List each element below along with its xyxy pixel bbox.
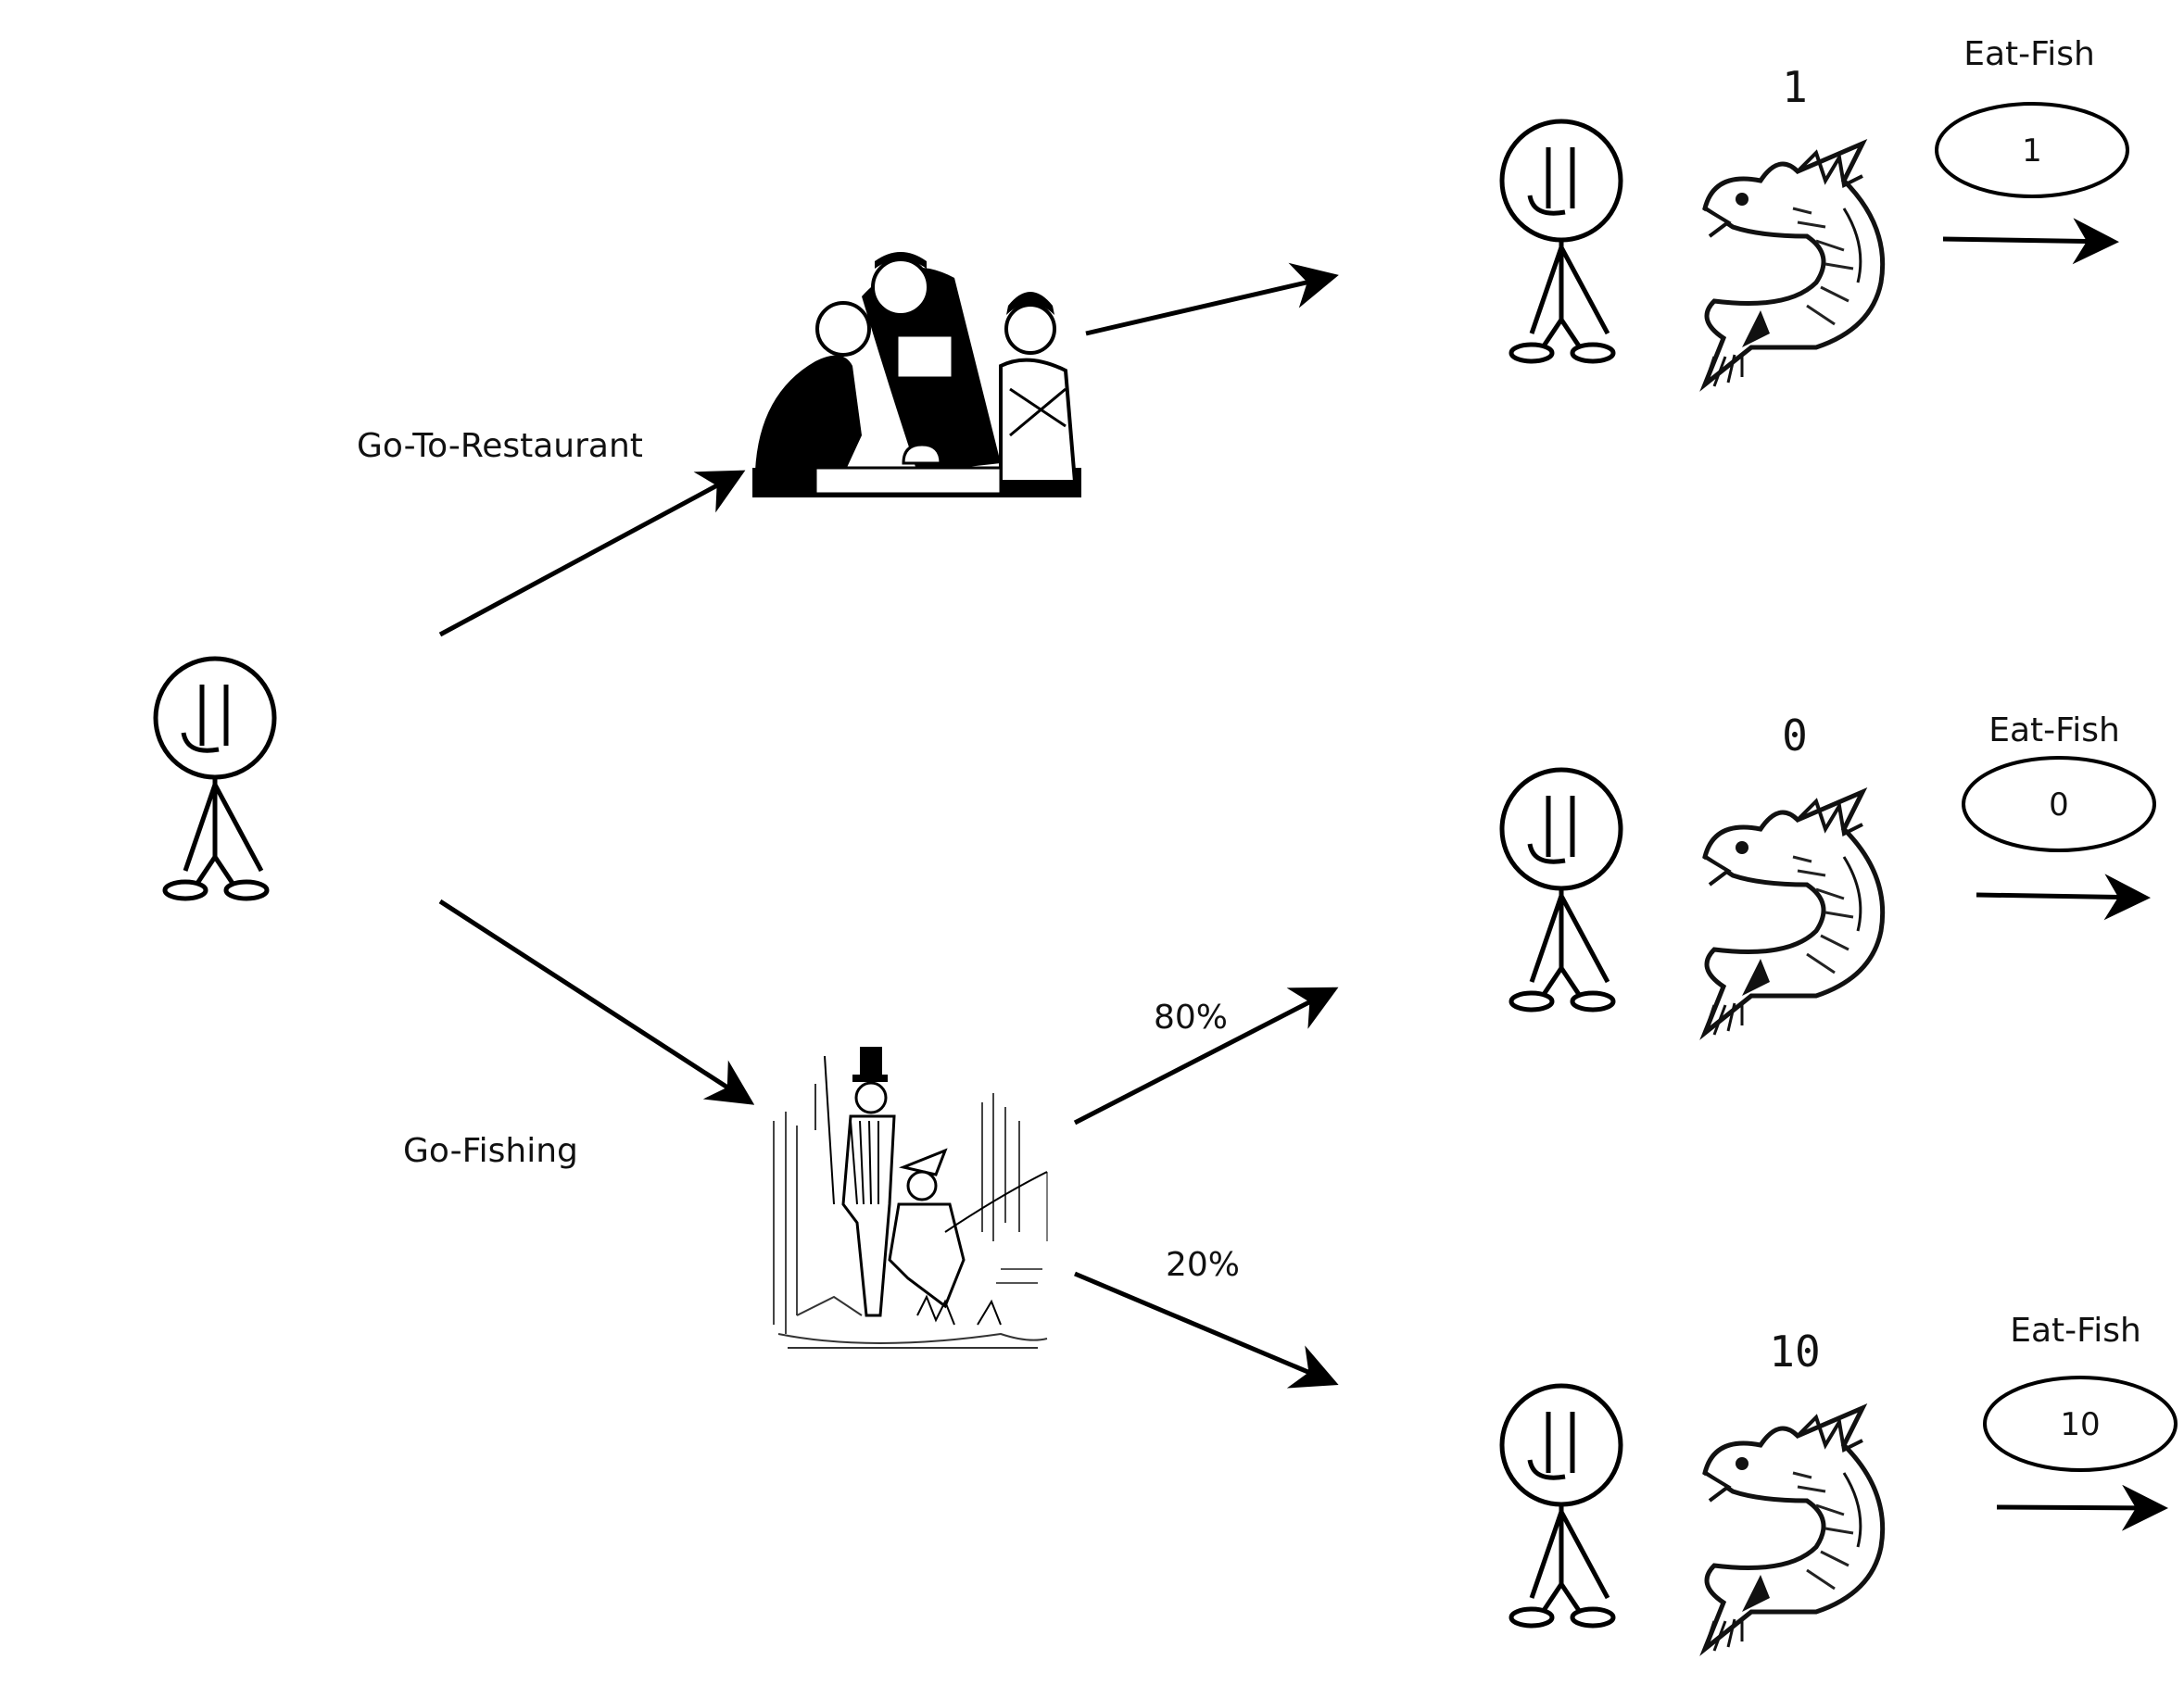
outcome-3-fish-count: 10	[1769, 1327, 1820, 1377]
fishing-jackpot-arrow	[1074, 1271, 1339, 1389]
outcome-2-eat-arrow	[1976, 874, 2151, 921]
outcome-3-eat-arrow	[1996, 1484, 2168, 1531]
outcome-row-2: 0 Eat-Fish 0	[1502, 711, 2156, 1035]
outcome-2-fish-icon	[1705, 792, 1883, 1035]
outcome-2-action-label: Eat-Fish	[1988, 711, 2120, 749]
outcome-1-action-label: Eat-Fish	[1963, 35, 2095, 73]
outcome-3-reward-value: 10	[2060, 1406, 2100, 1443]
fishing-illustration	[773, 1047, 1048, 1349]
outcome-1-eat-arrow	[1942, 218, 2119, 265]
outcome-3-reward-node	[1983, 1376, 2178, 1472]
root-agent-figure	[156, 659, 274, 899]
outcome-2-agent-figure	[1502, 770, 1621, 1010]
go-to-restaurant-label: Go-To-Restaurant	[357, 427, 643, 465]
probability-80-label: 80%	[1154, 999, 1228, 1037]
outcome-row-1: 1 Eat-Fish 1	[1502, 35, 2129, 386]
restaurant-outcome-arrow	[1085, 262, 1339, 336]
outcome-1-agent-figure	[1502, 121, 1621, 361]
outcome-3-action-label: Eat-Fish	[2010, 1312, 2141, 1350]
probability-20-label: 20%	[1166, 1246, 1240, 1284]
outcome-2-fish-count: 0	[1782, 711, 1808, 761]
go-fishing-label: Go-Fishing	[403, 1132, 578, 1170]
outcome-1-fish-icon	[1705, 144, 1883, 386]
outcome-1-reward-value: 1	[2022, 132, 2042, 170]
fishing-success-arrow	[1073, 987, 1339, 1126]
outcome-1-fish-count: 1	[1782, 62, 1808, 112]
outcome-2-reward-value: 0	[2049, 786, 2069, 824]
outcome-2-reward-node	[1962, 756, 2156, 852]
outcome-row-3: 10 Eat-Fish 10	[1502, 1312, 2178, 1651]
outcome-1-reward-node	[1935, 102, 2129, 198]
fishing-arrow	[438, 899, 755, 1105]
outcome-3-fish-icon	[1705, 1408, 1883, 1651]
restaurant-illustration	[752, 252, 1081, 497]
outcome-3-agent-figure	[1502, 1386, 1621, 1626]
restaurant-arrow	[438, 470, 746, 637]
